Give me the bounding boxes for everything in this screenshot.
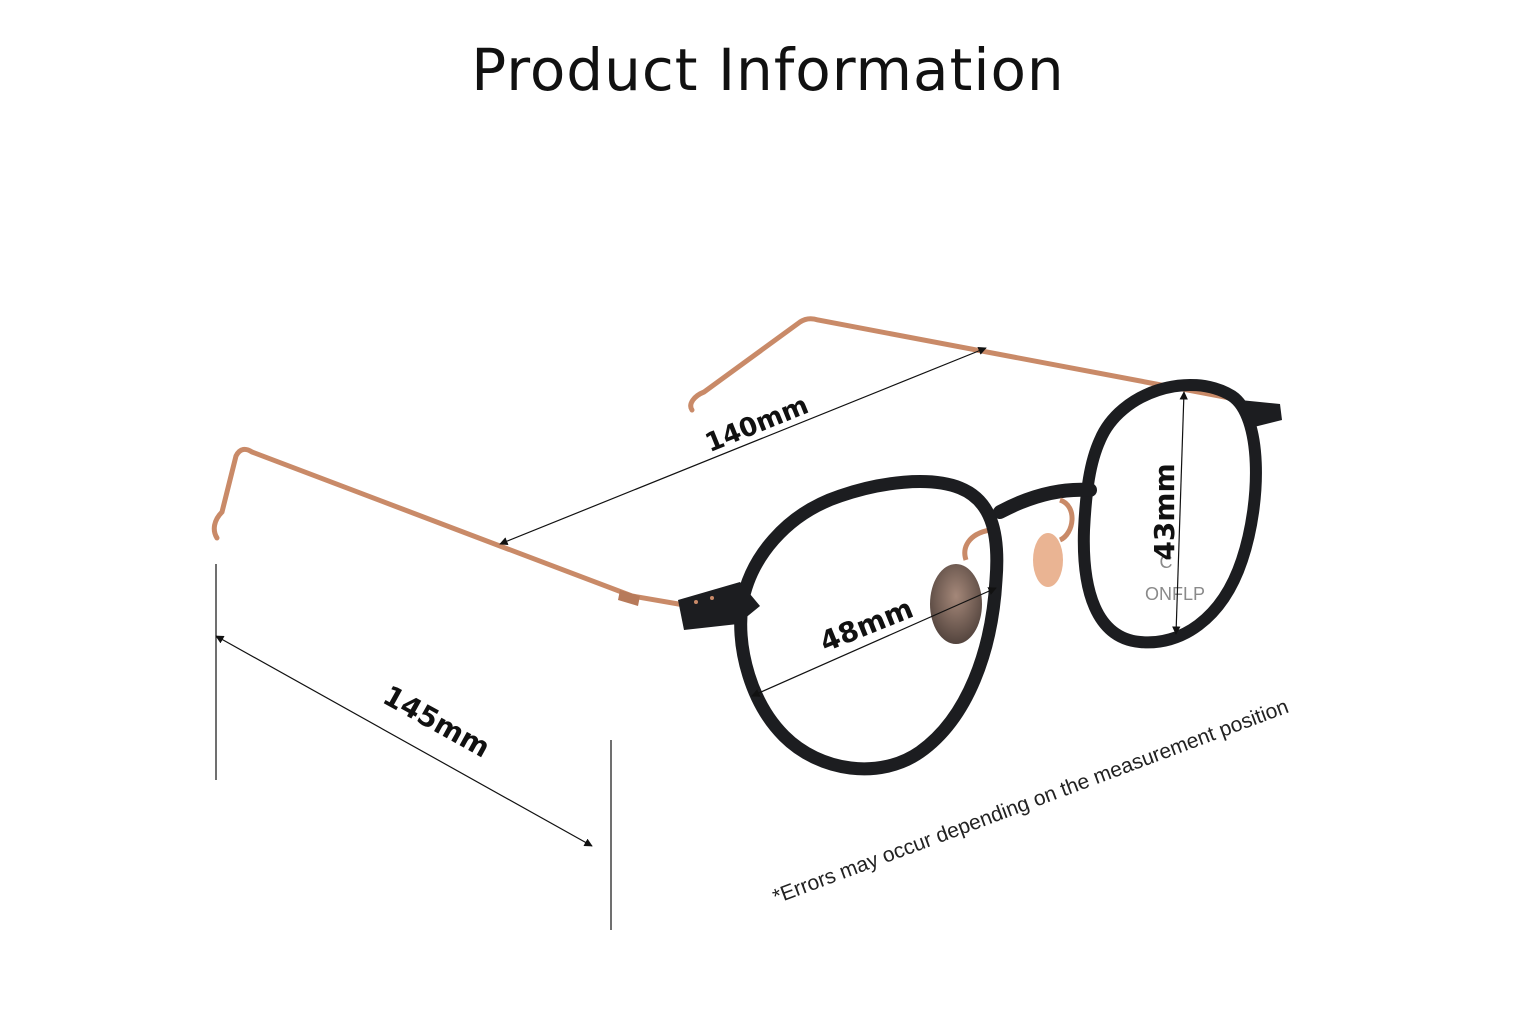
frame-width-label: 145mm: [378, 679, 496, 764]
lens-height-label: 43mm: [1148, 463, 1181, 560]
temple-length-measure: 140mm: [499, 346, 987, 546]
frame-width-measure: 145mm: [215, 564, 612, 930]
brand-logo-text: ONFLP: [1145, 584, 1205, 604]
bridge: [993, 482, 1097, 519]
measurement-note: *Errors may occur depending on the measu…: [770, 695, 1292, 909]
lens-height-measure: 43mm: [1148, 391, 1188, 635]
page-title: Product Information: [471, 36, 1065, 104]
temple-length-label: 140mm: [701, 390, 813, 458]
lens-width-label: 48mm: [815, 592, 918, 659]
svg-text:C: C: [1160, 552, 1173, 572]
near-temple: [211, 446, 693, 609]
right-lens: [1077, 378, 1282, 649]
